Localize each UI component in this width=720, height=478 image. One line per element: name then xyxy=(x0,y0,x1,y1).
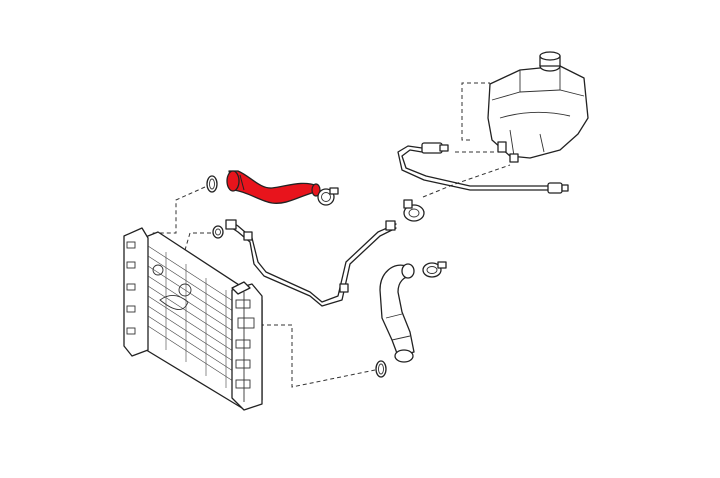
o-ring-seal xyxy=(375,360,387,378)
overflow-line xyxy=(397,142,569,194)
leader-lines xyxy=(150,82,511,388)
vent-line xyxy=(225,219,397,307)
hose-clamp xyxy=(403,199,425,222)
upper-radiator-hose xyxy=(226,170,321,204)
hose-clamp xyxy=(212,225,224,239)
expansion-tank-cap xyxy=(539,51,561,72)
lower-radiator-hose xyxy=(379,263,415,363)
hose-clamp xyxy=(317,187,339,206)
coolant-expansion-tank xyxy=(487,65,589,163)
radiator xyxy=(123,227,263,411)
hose-clamp xyxy=(422,261,447,278)
o-ring-seal xyxy=(206,175,218,193)
